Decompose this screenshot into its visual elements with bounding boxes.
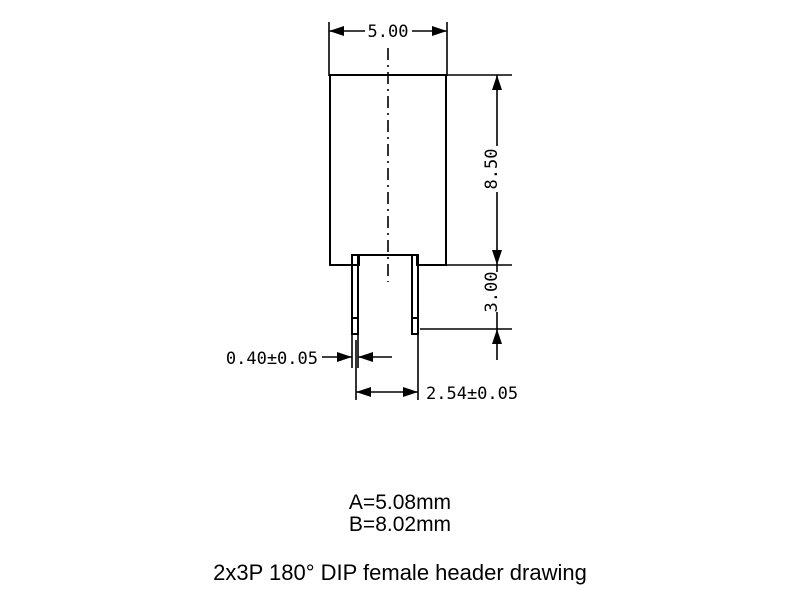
arrow-head-width-right (432, 26, 447, 36)
pin-right (411, 254, 419, 335)
dimension-label-pin-width: 0.40±0.05 (226, 349, 318, 369)
arrow-head-pinwidth-right (358, 352, 373, 362)
dimension-label-width: 5.00 (368, 22, 409, 42)
arrow-head-pinlen (492, 329, 502, 344)
note-a-label: A=5.08mm (349, 491, 451, 514)
arrow-head-height-top (492, 75, 502, 90)
pin-left (351, 254, 359, 335)
arrow-head-pitch-left (356, 387, 371, 397)
arrow-head-pinwidth-left (337, 352, 352, 362)
drawing-caption: 2x3P 180° DIP female header drawing (213, 560, 587, 585)
note-b-label: B=8.02mm (349, 513, 451, 536)
arrow-head-height-bottom (492, 250, 502, 265)
arrow-head-pitch-right (403, 387, 418, 397)
dimension-label-pitch: 2.54±0.05 (426, 384, 518, 404)
dimension-label-pin-length: 3.00 (482, 272, 502, 313)
arrow-head-width-left (329, 26, 344, 36)
dimension-label-body-height: 8.50 (482, 149, 502, 190)
